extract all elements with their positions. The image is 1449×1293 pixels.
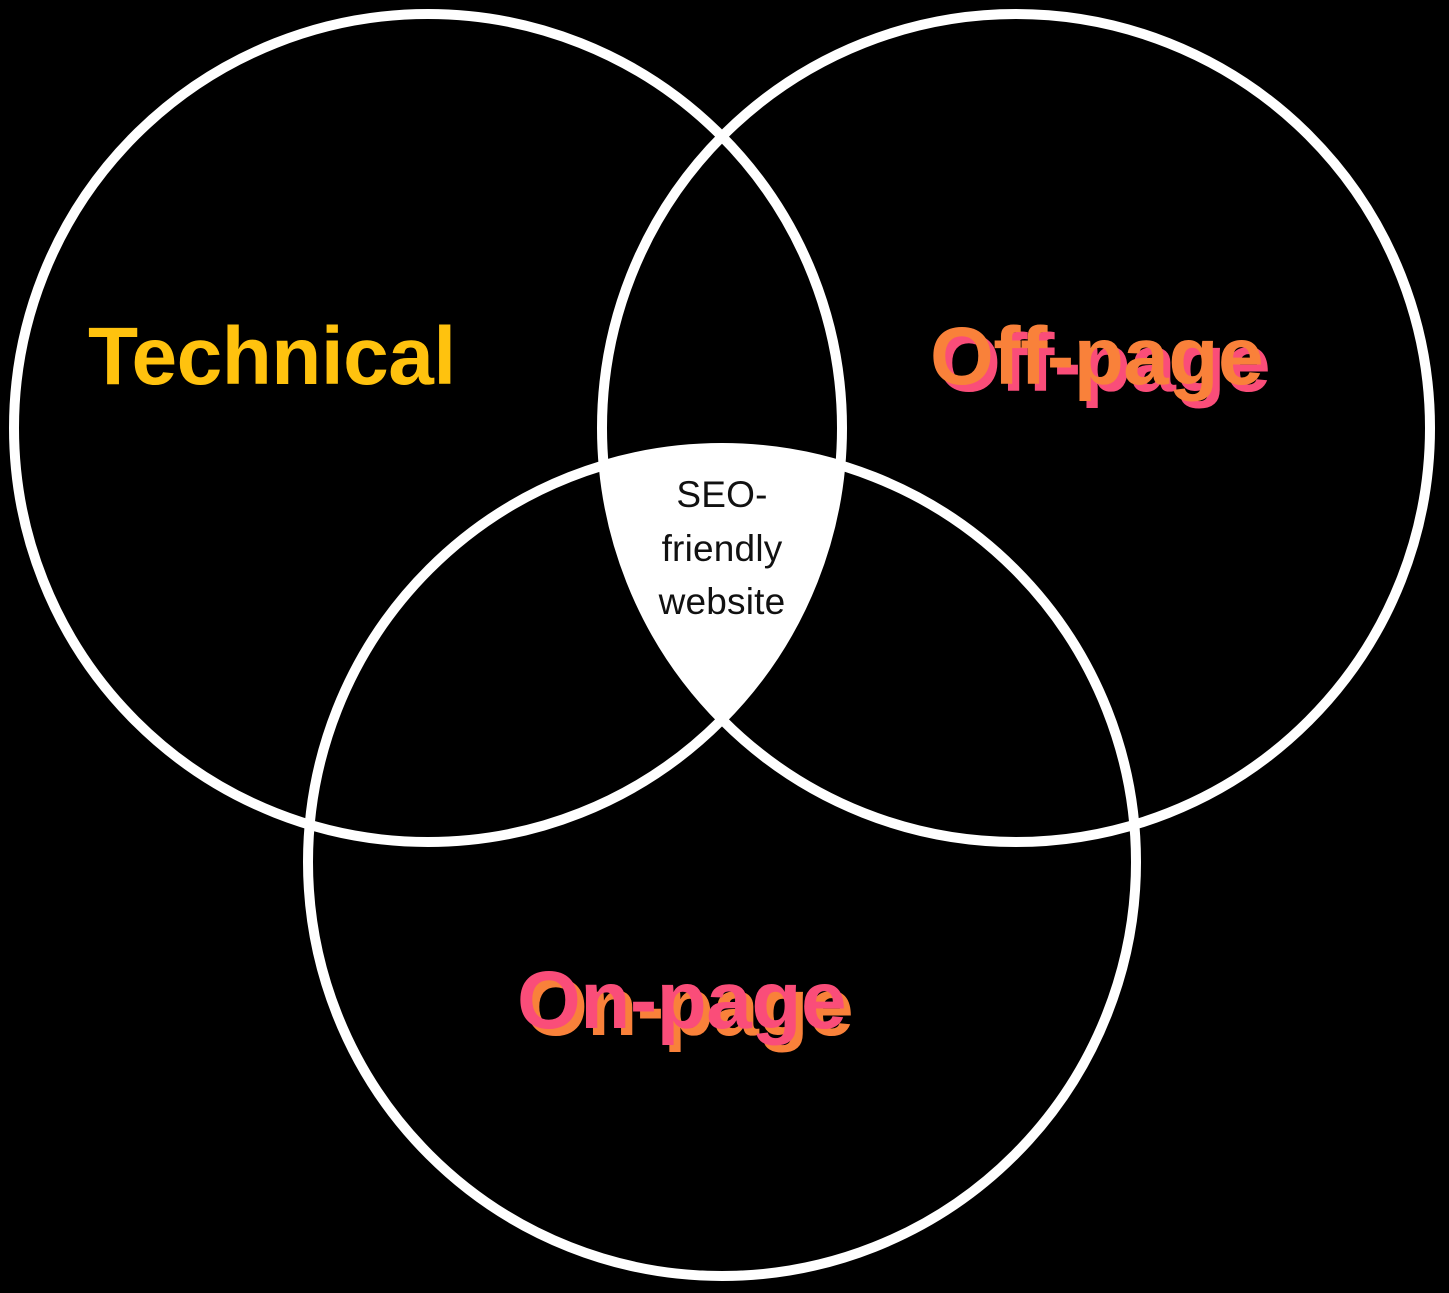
center-label-line-2: friendly — [661, 527, 783, 569]
circle-off-page[interactable] — [597, 9, 1435, 847]
center-intersection-label: SEO- friendly website — [598, 468, 846, 629]
center-label-line-1: SEO- — [676, 474, 768, 515]
circle-on-page[interactable] — [303, 443, 1141, 1281]
label-on-page[interactable]: On-page — [517, 955, 847, 1046]
label-off-page[interactable]: Off-page — [930, 311, 1264, 402]
center-label-line-3: website — [658, 581, 786, 623]
circle-technical[interactable] — [9, 9, 847, 847]
label-technical[interactable]: Technical — [88, 311, 456, 402]
